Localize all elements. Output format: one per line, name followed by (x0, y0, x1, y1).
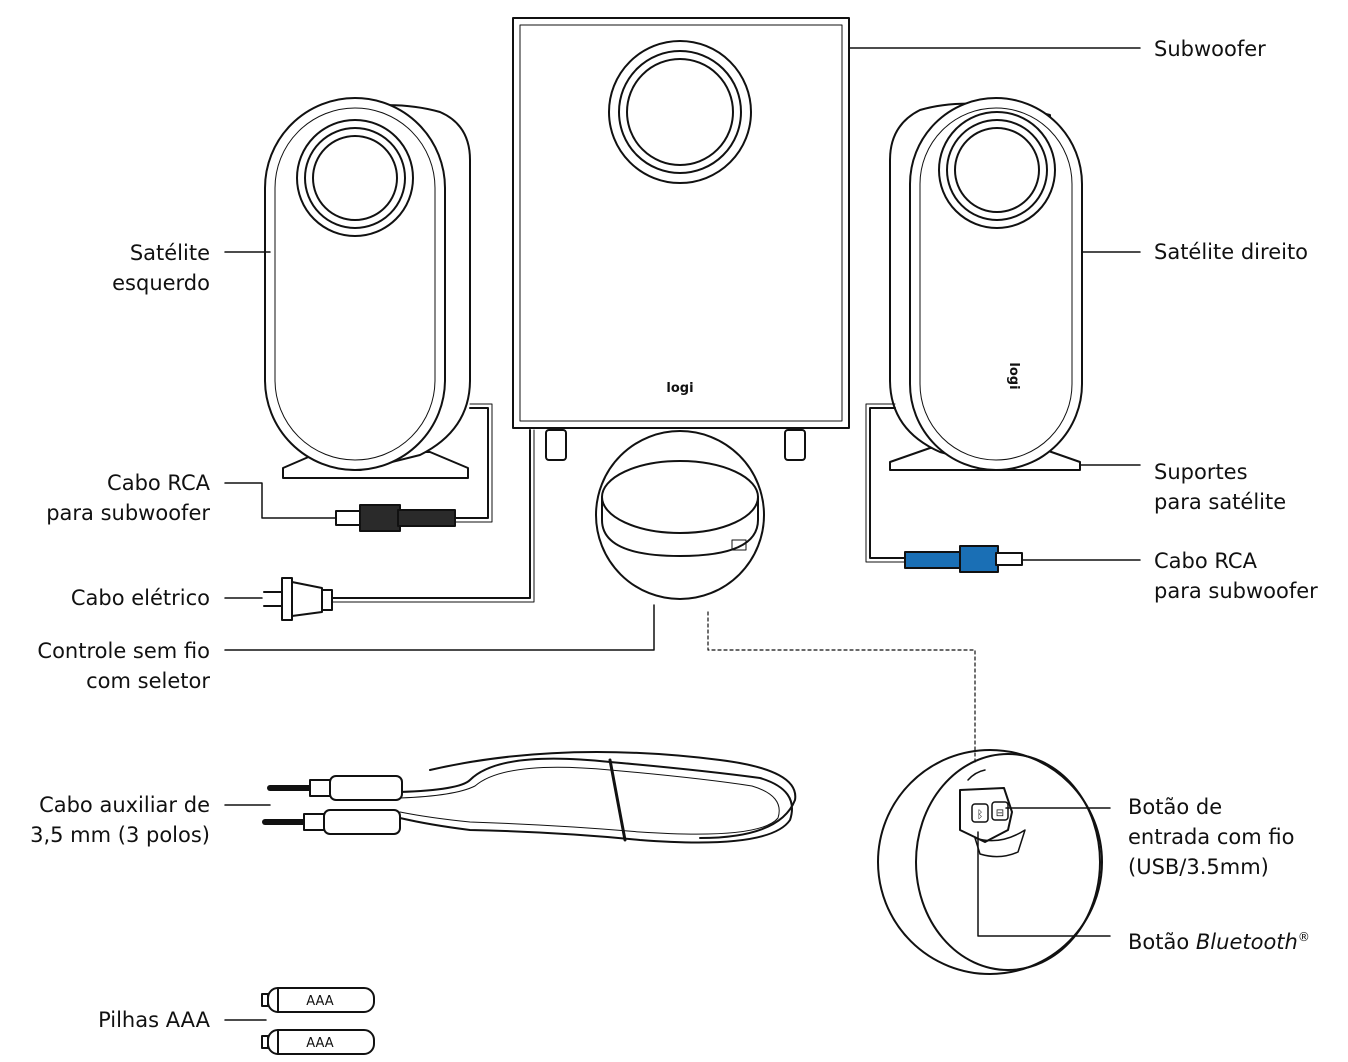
label-stands: Suportes para satélite (1154, 460, 1287, 514)
subwoofer-logo: logi (666, 381, 693, 396)
subwoofer (512, 17, 850, 461)
right-satellite (889, 97, 1083, 471)
label-rca-right: Cabo RCA para subwoofer (1154, 549, 1318, 603)
power-cable (263, 429, 535, 621)
label-aux-cable: Cabo auxiliar de 3,5 mm (3 polos) (30, 793, 210, 847)
dotted-callout (707, 611, 976, 766)
remote-closeup (877, 749, 1103, 975)
label-wired-input-button: Botão de entrada com fio (USB/3.5mm) (1128, 795, 1295, 879)
wireless-control (595, 430, 765, 600)
satellite-logo: logi (1006, 362, 1021, 389)
label-subwoofer: Subwoofer (1154, 37, 1266, 61)
label-power-cable: Cabo elétrico (70, 586, 210, 610)
label-bluetooth-button: Botão Bluetooth® (1128, 930, 1310, 954)
batteries (261, 987, 375, 1055)
left-satellite (264, 97, 471, 479)
label-wireless-control: Controle sem fio com seletor (37, 639, 210, 693)
label-batteries: Pilhas AAA (98, 1008, 210, 1032)
battery-label-1: AAA (306, 994, 334, 1009)
rca-cable-left (335, 403, 493, 532)
label-left-satellite: Satélite esquerdo (112, 241, 210, 295)
bluetooth-icon: ᛒ (977, 808, 984, 821)
battery-label-2: AAA (306, 1036, 334, 1051)
rca-cable-right (865, 403, 1023, 573)
callout-lines (224, 47, 1141, 1021)
wired-input-icon: ⊟ (996, 808, 1004, 819)
label-right-satellite: Satélite direito (1154, 240, 1309, 264)
label-rca-left: Cabo RCA para subwoofer (46, 471, 210, 525)
aux-cable (262, 751, 797, 844)
